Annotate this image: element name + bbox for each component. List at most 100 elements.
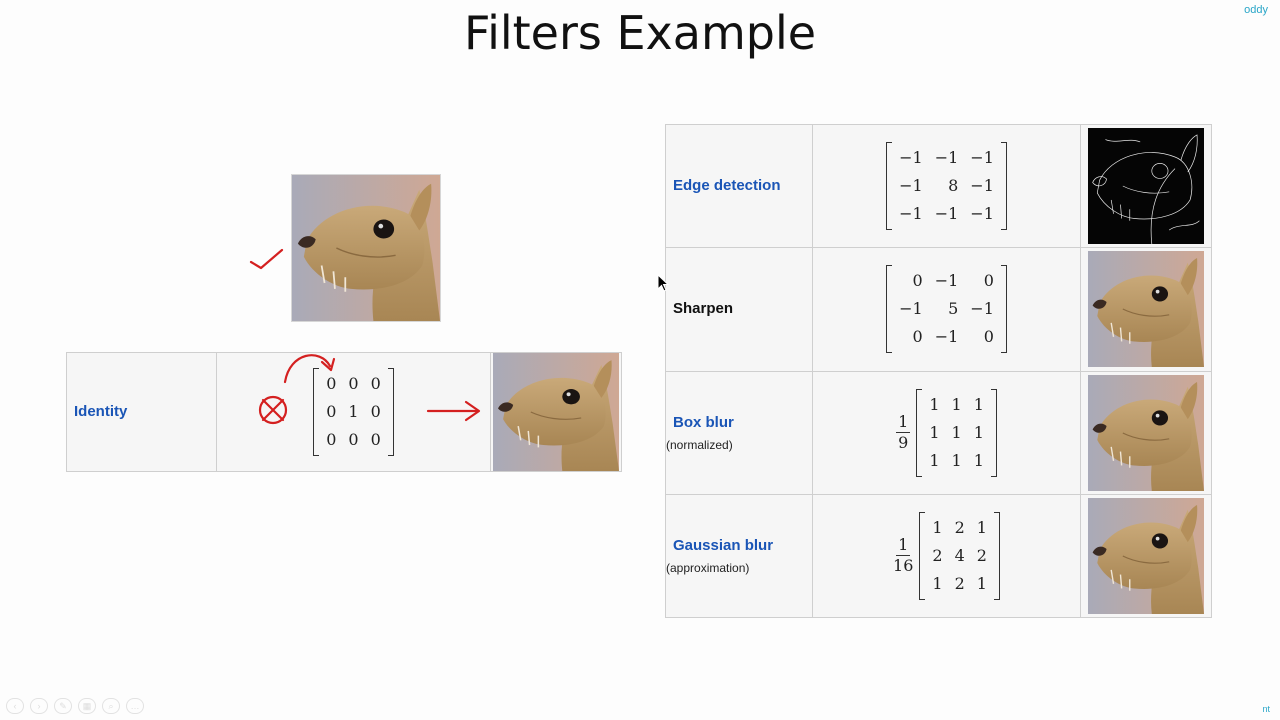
zoom-icon[interactable]: ⌕ bbox=[102, 698, 120, 714]
matrix-entry: −1 bbox=[970, 176, 994, 196]
filter-label-cell: Edge detection bbox=[665, 123, 813, 249]
filter-label[interactable]: Gaussian blur bbox=[673, 536, 774, 554]
filtered-result-image bbox=[1088, 251, 1204, 368]
matrix-entry: 1 bbox=[929, 422, 940, 442]
matrix-entry: −1 bbox=[899, 176, 923, 196]
filter-image-cell bbox=[1080, 123, 1212, 249]
filter-label-cell: Box blur (normalized) bbox=[665, 370, 813, 495]
kernel-matrix: 0 −1 0 −1 5 −1 0 −1 0 bbox=[886, 265, 1007, 354]
matrix-entry: 4 bbox=[954, 545, 965, 565]
matrix-entry: −1 bbox=[970, 148, 994, 168]
matrix-entry: 1 bbox=[973, 422, 984, 442]
source-photo bbox=[292, 175, 440, 321]
next-icon[interactable]: › bbox=[30, 698, 48, 714]
pen-icon[interactable]: ✎ bbox=[54, 698, 72, 714]
filter-sublabel: (normalized) bbox=[666, 437, 733, 452]
filter-label: Sharpen bbox=[673, 300, 734, 318]
matrix-entry: 0 bbox=[912, 327, 923, 347]
checkmark-icon bbox=[249, 248, 284, 270]
identity-result-photo bbox=[493, 353, 619, 471]
matrix-entry: 0 bbox=[348, 374, 359, 393]
matrix-entry: 1 bbox=[932, 573, 943, 593]
matrix-entry: 1 bbox=[348, 402, 359, 421]
source-image bbox=[291, 174, 441, 322]
mouse-cursor-icon bbox=[657, 274, 669, 292]
matrix-entry: −1 bbox=[934, 327, 959, 347]
matrix-entry: 1 bbox=[973, 394, 984, 414]
matrix-entry: 0 bbox=[326, 374, 337, 393]
filter-kernel: −1 −1 −1 −1 8 −1 −1 −1 −1 bbox=[886, 142, 1007, 231]
table-row: Sharpen 0 −1 0 −1 5 −1 0 −1 0 bbox=[665, 247, 1212, 372]
matrix-entry: 0 bbox=[326, 402, 337, 421]
filter-label[interactable]: Edge detection bbox=[673, 177, 781, 195]
matrix-entry: 1 bbox=[951, 422, 962, 442]
filter-matrix-cell: 0 −1 0 −1 5 −1 0 −1 0 bbox=[812, 247, 1081, 372]
matrix-entry: −1 bbox=[899, 148, 923, 168]
filtered-result-image bbox=[1088, 497, 1204, 614]
filter-sublabel: (approximation) bbox=[666, 560, 750, 575]
matrix-entry: 8 bbox=[948, 176, 959, 196]
table-row: Edge detection −1 −1 −1 −1 8 −1 −1 −1 −1 bbox=[665, 123, 1212, 249]
matrix-entry: −1 bbox=[970, 204, 994, 224]
fraction-numerator: 1 bbox=[896, 535, 911, 557]
edge-detection-result-image bbox=[1088, 128, 1204, 245]
matrix-entry: 0 bbox=[983, 327, 994, 347]
matrix-entry: 2 bbox=[954, 517, 965, 537]
slides-icon[interactable]: ▦ bbox=[78, 698, 96, 714]
matrix-entry: 0 bbox=[326, 430, 337, 449]
corner-label-top: oddy bbox=[1244, 4, 1268, 16]
slide-viewer-controls: ‹ › ✎ ▦ ⌕ … bbox=[6, 698, 144, 714]
matrix-entry: 1 bbox=[976, 573, 987, 593]
filter-matrix-cell: −1 −1 −1 −1 8 −1 −1 −1 −1 bbox=[812, 123, 1081, 249]
corner-label-bottom: nt bbox=[1262, 704, 1270, 714]
fraction-numerator: 1 bbox=[896, 412, 911, 434]
matrix-entry: 0 bbox=[370, 430, 381, 449]
matrix-entry: −1 bbox=[970, 299, 994, 319]
matrix-entry: 0 bbox=[370, 402, 381, 421]
matrix-entry: 1 bbox=[951, 394, 962, 414]
matrix-entry: 1 bbox=[951, 450, 962, 470]
filter-label[interactable]: Box blur bbox=[673, 413, 734, 431]
prev-icon[interactable]: ‹ bbox=[6, 698, 24, 714]
filter-label-cell: Gaussian blur (approximation) bbox=[665, 493, 813, 619]
fraction-denominator: 16 bbox=[893, 556, 914, 576]
matrix-entry: 0 bbox=[370, 374, 381, 393]
matrix-entry: 0 bbox=[912, 271, 923, 291]
kernel-matrix: −1 −1 −1 −1 8 −1 −1 −1 −1 bbox=[886, 142, 1007, 231]
matrix-entry: 2 bbox=[932, 545, 943, 565]
matrix-entry: 5 bbox=[948, 299, 959, 319]
matrix-entry: 0 bbox=[983, 271, 994, 291]
fraction-denominator: 9 bbox=[898, 433, 909, 453]
matrix-entry: −1 bbox=[899, 204, 923, 224]
matrix-entry: 2 bbox=[976, 545, 987, 565]
matrix-entry: 0 bbox=[348, 430, 359, 449]
filter-image-cell bbox=[1080, 493, 1212, 619]
filter-image-cell bbox=[1080, 370, 1212, 495]
identity-label[interactable]: Identity bbox=[74, 403, 128, 420]
matrix-entry: 2 bbox=[954, 573, 965, 593]
matrix-entry: 1 bbox=[976, 517, 987, 537]
matrix-entry: −1 bbox=[899, 299, 923, 319]
matrix-entry: −1 bbox=[934, 204, 959, 224]
filter-image-cell bbox=[1080, 247, 1212, 372]
more-icon[interactable]: … bbox=[126, 698, 144, 714]
matrix-entry: 1 bbox=[932, 517, 943, 537]
matrix-entry: −1 bbox=[934, 271, 959, 291]
identity-label-cell: Identity bbox=[66, 352, 217, 472]
filter-kernel: 0 −1 0 −1 5 −1 0 −1 0 bbox=[886, 265, 1007, 354]
matrix-entry: −1 bbox=[934, 148, 959, 168]
matrix-entry: 1 bbox=[929, 394, 940, 414]
